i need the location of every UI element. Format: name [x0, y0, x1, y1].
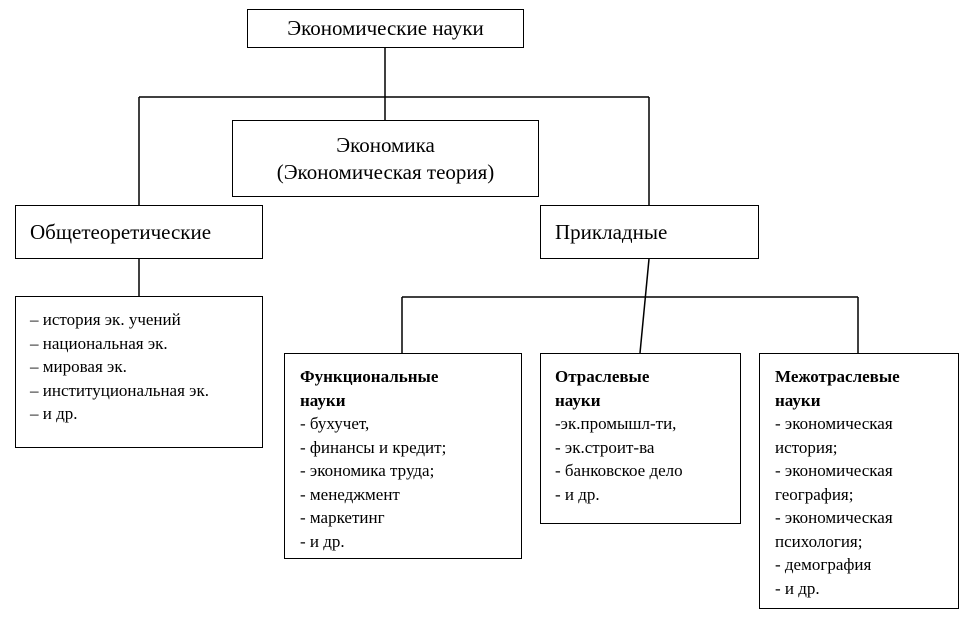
- interbranch-title: Межотраслевые: [775, 367, 900, 386]
- list-item: - менеджмент: [300, 484, 400, 504]
- list-item: - и др.: [300, 531, 345, 551]
- list-item: - маркетинг: [300, 508, 385, 527]
- functional-title-line2: науки: [300, 390, 346, 410]
- list-item: - эк.строит-ва: [555, 437, 655, 457]
- list-item: – и др.: [30, 404, 78, 423]
- list-item: – история эк. учений: [30, 310, 181, 329]
- functional-title: Функциональные: [300, 367, 439, 386]
- list-item: - экономическая: [775, 414, 893, 433]
- list-item: - и др.: [775, 578, 820, 598]
- branch-title-line2: науки: [555, 390, 601, 410]
- list-item: – национальная эк.: [30, 333, 168, 353]
- applied-label: Прикладные: [555, 219, 668, 244]
- list-item: -эк.промышл-ти,: [555, 414, 677, 433]
- root-node-economic-sciences: Экономические науки: [247, 9, 524, 48]
- list-item: история;: [775, 437, 838, 457]
- list-item: география;: [775, 484, 854, 504]
- list-item: - и др.: [555, 484, 600, 504]
- node-branch-sciences: Отраслевые науки -эк.промышл-ти, - эк.ст…: [540, 353, 741, 524]
- list-item: психология;: [775, 531, 863, 551]
- economics-sublabel: (Экономическая теория): [276, 159, 495, 184]
- interbranch-title-line2: науки: [775, 390, 821, 410]
- list-item: - бухучет,: [300, 414, 370, 433]
- root-label: Экономические науки: [287, 16, 484, 40]
- node-functional-sciences: Функциональные науки - бухучет, - финанс…: [284, 353, 522, 559]
- node-applied: Прикладные: [540, 205, 759, 259]
- list-item: – институциональная эк.: [30, 380, 209, 400]
- connector-applied-down: [639, 258, 650, 354]
- branch-title: Отраслевые: [555, 367, 650, 386]
- list-item: - банковское дело: [555, 461, 683, 480]
- general-theoretical-label: Общетеоретические: [30, 219, 212, 244]
- node-general-theoretical: Общетеоретические: [15, 205, 263, 259]
- list-item: - экономика труда;: [300, 461, 435, 480]
- node-interbranch-sciences: Межотраслевые науки - экономическая исто…: [759, 353, 959, 609]
- general-theoretical-list: – история эк. учений – национальная эк. …: [15, 296, 263, 448]
- list-item: - экономическая: [775, 461, 893, 480]
- economics-label: Экономика: [336, 132, 435, 157]
- list-item: – мировая эк.: [30, 357, 127, 376]
- list-item: - демография: [775, 555, 872, 574]
- list-item: - финансы и кредит;: [300, 437, 447, 457]
- node-economics-theory: Экономика (Экономическая теория): [232, 120, 539, 197]
- list-item: - экономическая: [775, 508, 893, 527]
